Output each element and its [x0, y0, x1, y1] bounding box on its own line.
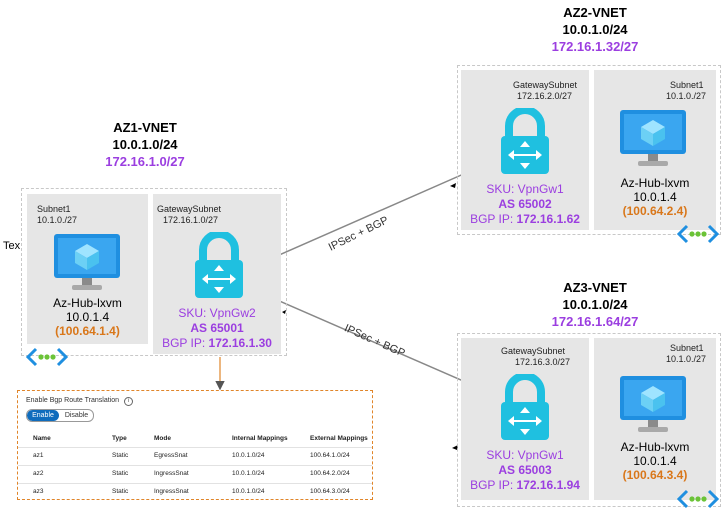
az3-gateway-subnet: GatewaySubnet 172.16.3.0/27 SKU: VpnGw1 … [461, 338, 589, 500]
az1-gw-subnet-cidr: 172.16.1.0/27 [163, 215, 219, 225]
cell-name: az1 [33, 452, 44, 459]
cell-mode: EgressSnat [154, 452, 188, 459]
vm-icon [620, 376, 686, 432]
az1-gateway-subnet: GatewaySubnet 172.16.1.0/27 SKU: VpnGw2 … [153, 194, 281, 354]
cell-type: Static [112, 488, 129, 495]
cell-external: 100.64.2.0/24 [310, 470, 350, 477]
az3-vnet-alt-cidr: 172.16.1.64/27 [551, 314, 639, 329]
az1-vnet-name: AZ1-VNET [113, 120, 177, 135]
vpn-gateway-icon [501, 374, 549, 440]
az2-gateway-subnet: GatewaySubnet 172.16.2.0/27 SKU: VpnGw1 … [461, 70, 589, 230]
az2-vnet-name: AZ2-VNET [563, 5, 627, 20]
cell-name: az2 [33, 470, 44, 477]
cell-mode: IngressSnat [154, 488, 189, 495]
az2-gw-subnet-name: GatewaySubnet [513, 80, 578, 90]
bgp-label: BGP IP: [470, 478, 517, 492]
az1-vm-mapped-ip: (100.64.1.4) [55, 324, 120, 338]
az2-vm-ip: 10.0.1.4 [633, 190, 677, 204]
small-arrow-mark [452, 445, 458, 450]
table-header: Name Type Mode Internal Mappings Externa… [18, 435, 372, 449]
cell-type: Static [112, 470, 129, 477]
az1-gw-subnet-name: GatewaySubnet [157, 204, 222, 214]
small-arrow-mark [282, 310, 286, 314]
bgp-route-translation-panel: Enable Bgp Route Translation i Enable Di… [17, 390, 373, 500]
az1-vm-name: Az-Hub-lxvm [53, 296, 122, 310]
az2-subnet1-name: Subnet1 [670, 80, 704, 90]
az3-subnet1: Subnet1 10.1.0./27 Az-Hub-lxvm 10.0.1.4 … [594, 338, 716, 500]
col-type: Type [112, 435, 127, 442]
vnet-icon [677, 489, 719, 509]
az3-vnet-name: AZ3-VNET [563, 280, 627, 295]
az3-vm-ip: 10.0.1.4 [633, 454, 677, 468]
az1-vm-ip: 10.0.1.4 [65, 310, 110, 324]
bgp-label: BGP IP: [470, 212, 517, 226]
az1-gw-asn: AS 65001 [190, 321, 244, 335]
info-icon[interactable]: i [123, 397, 133, 406]
az2-vnet-alt-cidr: 172.16.1.32/27 [551, 39, 639, 54]
az3-subnet1-cidr: 10.1.0./27 [666, 354, 707, 364]
az1-subnet1-cidr: 10.1.0./27 [37, 215, 78, 225]
col-name: Name [33, 435, 51, 442]
az2-bgp-ip: 172.16.1.62 [516, 212, 580, 226]
small-arrow-mark [450, 183, 456, 188]
stray-text: Tex [3, 240, 21, 252]
cell-internal: 10.0.1.0/24 [232, 452, 265, 459]
cell-type: Static [112, 452, 129, 459]
vm-icon [620, 110, 686, 166]
cell-mode: IngressSnat [154, 470, 189, 477]
vpn-gateway-icon [501, 108, 549, 174]
table-row[interactable]: az2 Static IngressSnat 10.0.1.0/24 100.6… [18, 465, 372, 484]
az3-subnet1-name: Subnet1 [670, 343, 704, 353]
table-row[interactable]: az1 Static EgressSnat 10.0.1.0/24 100.64… [18, 447, 372, 466]
vnet-icon [26, 347, 68, 367]
az2-vm-name: Az-Hub-lxvm [620, 176, 690, 190]
cell-name: az3 [33, 488, 44, 495]
az1-subnet1-name: Subnet1 [37, 204, 71, 214]
az2-subnet1-cidr: 10.1.0./27 [666, 91, 707, 101]
col-internal: Internal Mappings [232, 435, 288, 442]
az1-vnet-container [21, 188, 287, 356]
enable-option[interactable]: Enable [27, 410, 59, 421]
az2-vnet-cidr: 10.0.1.0/24 [562, 22, 628, 37]
route-translation-title: Enable Bgp Route Translation i [26, 397, 133, 406]
vm-icon [54, 234, 120, 290]
az3-vnet-cidr: 10.0.1.0/24 [562, 297, 628, 312]
az3-gw-subnet-cidr: 172.16.3.0/27 [515, 357, 571, 367]
table-row[interactable]: az3 Static IngressSnat 10.0.1.0/24 100.6… [18, 483, 372, 498]
az3-gw-sku: SKU: VpnGw1 [486, 448, 564, 462]
enable-toggle-group: Enable Disable [26, 409, 94, 422]
route-translation-title-text: Enable Bgp Route Translation [26, 397, 120, 404]
az1-bgp-ip: 172.16.1.30 [208, 336, 272, 350]
az2-vm-mapped-ip: (100.64.2.4) [622, 204, 688, 218]
az2-gw-subnet-cidr: 172.16.2.0/27 [517, 91, 573, 101]
az3-gw-asn: AS 65003 [498, 463, 552, 477]
az2-gw-bgp: BGP IP: 172.16.1.62 [461, 212, 589, 226]
col-external: External Mappings [310, 435, 368, 442]
az1-gw-sku: SKU: VpnGw2 [178, 306, 256, 320]
cell-internal: 10.0.1.0/24 [232, 488, 265, 495]
az2-subnet1: Subnet1 10.1.0./27 Az-Hub-lxvm 10.0.1.4 … [594, 70, 716, 230]
az3-bgp-ip: 172.16.1.94 [516, 478, 580, 492]
az1-gw-bgp: BGP IP: 172.16.1.30 [153, 336, 281, 350]
az3-vm-mapped-ip: (100.64.3.4) [622, 468, 688, 482]
az2-gw-sku: SKU: VpnGw1 [486, 182, 564, 196]
az3-gw-bgp: BGP IP: 172.16.1.94 [461, 478, 589, 492]
az3-vm-name: Az-Hub-lxvm [620, 440, 690, 454]
az1-vnet-cidr: 10.0.1.0/24 [112, 137, 178, 152]
az1-subnet1: Subnet1 10.1.0./27 Az-Hub-lxvm 10.0.1.4 … [27, 194, 148, 344]
bgp-label: BGP IP: [162, 336, 209, 350]
col-mode: Mode [154, 435, 171, 442]
az3-gw-subnet-name: GatewaySubnet [501, 346, 566, 356]
vnet-icon [677, 224, 719, 244]
cell-external: 100.64.1.0/24 [310, 452, 350, 459]
disable-option[interactable]: Disable [64, 412, 89, 419]
cell-external: 100.64.3.0/24 [310, 488, 350, 495]
az1-vnet-alt-cidr: 172.16.1.0/27 [105, 154, 185, 169]
vpn-gateway-icon [195, 232, 243, 298]
az2-gw-asn: AS 65002 [498, 197, 552, 211]
cell-internal: 10.0.1.0/24 [232, 470, 265, 477]
